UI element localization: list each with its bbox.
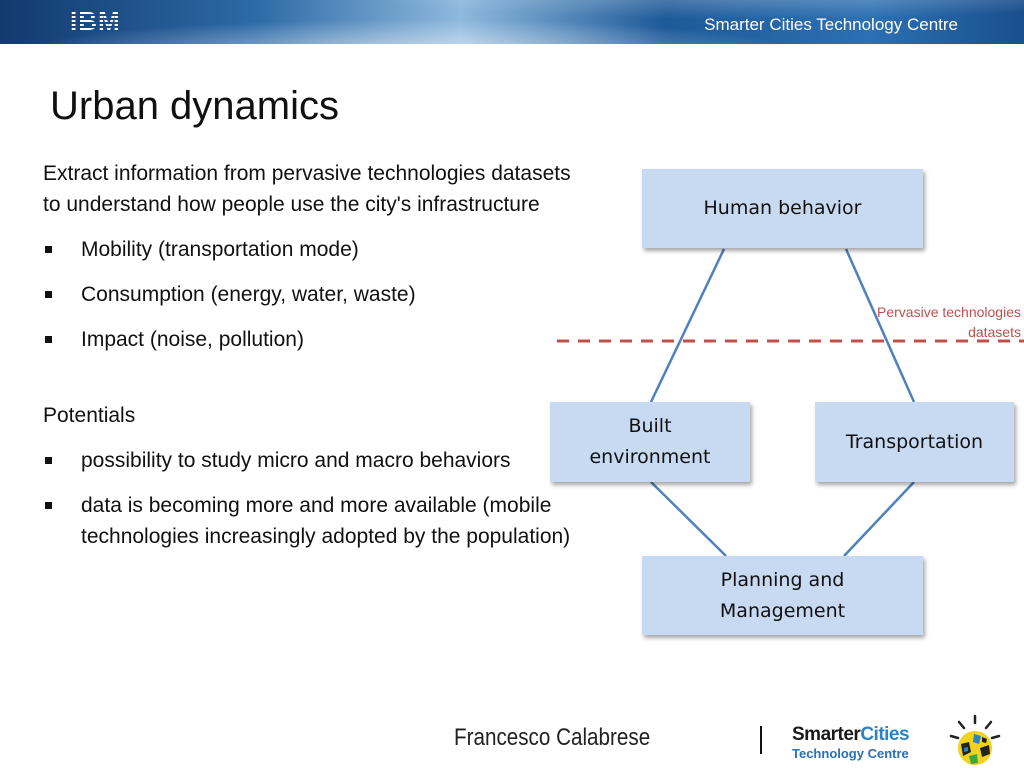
bullet-text: possibility to study micro and macro beh… <box>81 449 511 472</box>
logo-cities-text: Cities <box>860 724 910 745</box>
node-label: Transportation <box>845 430 984 453</box>
potentials-bullet-list: possibility to study micro and macro beh… <box>43 445 573 552</box>
bullet-text: Consumption (energy, water, waste) <box>81 283 416 306</box>
connector-transportation-planning <box>843 481 915 557</box>
connector-human-built <box>649 248 726 403</box>
potentials-heading: Potentials <box>43 404 136 427</box>
list-item: data is becoming more and more available… <box>43 490 573 552</box>
intro-text: Extract information from pervasive techn… <box>43 162 571 216</box>
bullet-text: Impact (noise, pollution) <box>81 328 304 351</box>
banner-title: Smarter Cities Technology Centre <box>704 15 958 34</box>
connector-built-planning <box>650 481 727 557</box>
presenter-name: Francesco Calabrese <box>454 724 651 751</box>
header-banner: IBM Smarter Cities Technology Centre <box>0 0 1024 44</box>
node-transportation: Transportation <box>815 402 1014 482</box>
intro-bullet-list: Mobility (transportation mode) Consumpti… <box>43 234 573 355</box>
slide-title: Urban dynamics <box>50 84 340 128</box>
bullet-text: data is becoming more and more available… <box>81 494 571 548</box>
square-bullet-icon <box>45 246 52 253</box>
list-item: Consumption (energy, water, waste) <box>43 279 573 310</box>
bullet-text: Mobility (transportation mode) <box>81 238 359 261</box>
list-item: Impact (noise, pollution) <box>43 324 573 355</box>
square-bullet-icon <box>45 457 52 464</box>
ibm-logo: IBM <box>70 6 121 36</box>
footer-divider <box>760 726 762 754</box>
node-human-behavior: Human behavior <box>642 169 923 248</box>
smarter-cities-logo: SmarterCities Technology Centre <box>792 724 910 762</box>
node-label: Human behavior <box>703 197 862 219</box>
square-bullet-icon <box>45 502 52 509</box>
list-item: possibility to study micro and macro beh… <box>43 445 573 476</box>
logo-subtitle: Technology Centre <box>792 746 909 761</box>
logo-smarter-text: Smarter <box>792 724 861 745</box>
square-bullet-icon <box>45 291 52 298</box>
square-bullet-icon <box>45 336 52 343</box>
slide-body: Extract information from pervasive techn… <box>43 158 573 566</box>
smarter-cities-mark-icon <box>949 714 1001 765</box>
list-item: Mobility (transportation mode) <box>43 234 573 265</box>
